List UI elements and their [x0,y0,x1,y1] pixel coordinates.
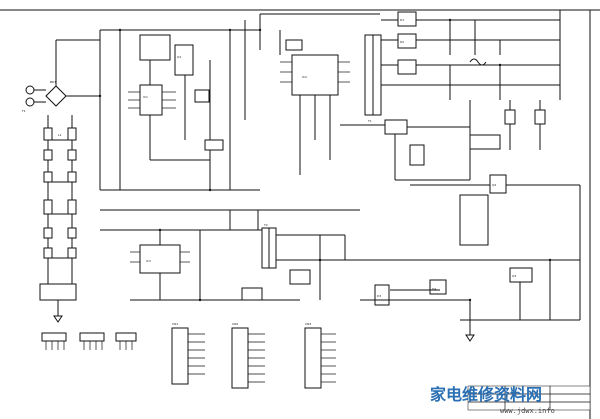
choke-label: L1 [58,133,62,137]
d4-label: D4 [432,287,436,291]
title-block [467,385,591,411]
d2-label: D2 [400,40,404,44]
emi-filter-chain: L1 [39,115,77,323]
cn2-label: CN2 [232,322,238,326]
q3-label: Q3 [512,274,516,278]
watermark: 家电维修资料网 www.jdwx.info [430,385,555,415]
main-transformer-outputs: T1 D1 D2 [364,10,561,123]
pfc-controller: IC1 Q1 [119,30,231,190]
watermark-url: www.jdwx.info [500,407,555,415]
t2-label: T2 [263,223,268,227]
fuse-label: F1 [22,109,26,113]
t1-label: T1 [367,119,372,123]
standby-supply: IC3 T2 [100,209,345,301]
frame [0,9,600,419]
output-connector-cn3: CN3 [304,322,336,389]
junctions [98,18,552,302]
q1-label: Q1 [177,55,181,59]
d3-label: D3 [377,294,381,298]
q2-label: Q2 [492,183,496,187]
lower-right-section: Q2 Q3 D3 D4 [344,174,581,342]
output-connector-cn1: CN1 [171,322,205,385]
bridge-label: BD1 [50,80,56,84]
watermark-brand: 家电维修资料网 [430,385,542,404]
output-connector-cn2: CN2 [231,322,265,389]
d1-label: D1 [400,18,404,22]
ic1-label: IC1 [143,95,148,99]
feedback-section [340,100,546,181]
ic3-label: IC3 [146,259,151,263]
small-connectors [41,332,137,350]
pwm-controller: IC2 [244,20,350,175]
ac-input-section: BD1 F1 [22,30,101,190]
cn3-label: CN3 [305,322,311,326]
ic2-label: IC2 [302,75,307,79]
cn1-label: CN1 [172,322,178,326]
